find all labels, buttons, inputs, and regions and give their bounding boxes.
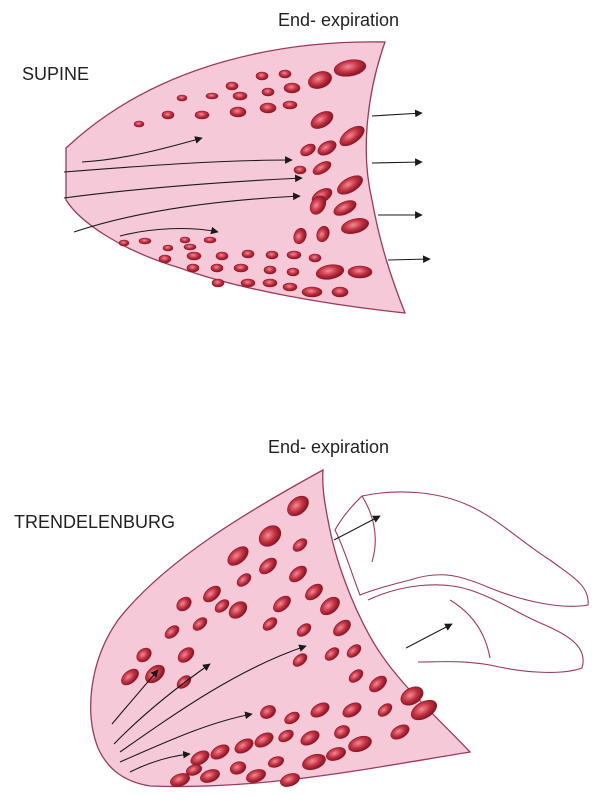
blood-vessel	[287, 251, 301, 259]
blood-vessel	[211, 264, 223, 272]
blood-vessel	[134, 121, 144, 127]
blood-vessel	[287, 268, 299, 276]
blood-vessel	[242, 250, 254, 258]
blood-vessel	[206, 93, 218, 99]
blood-vessel	[263, 279, 277, 287]
blood-vessel	[216, 252, 228, 260]
phase-label-trendelenburg: End- expiration	[268, 437, 389, 457]
blood-vessel	[294, 166, 306, 174]
blood-vessel	[332, 287, 348, 297]
blood-vessel	[302, 287, 322, 297]
blood-vessel	[226, 82, 238, 90]
blood-vessel	[283, 101, 297, 109]
blood-vessel	[204, 237, 216, 243]
blood-vessel	[279, 70, 291, 78]
blood-vessel	[262, 88, 274, 96]
blood-vessel	[187, 264, 199, 272]
blood-vessel	[283, 283, 297, 291]
blood-vessel	[139, 238, 151, 244]
blood-vessel	[177, 95, 187, 101]
blood-vessel	[264, 266, 276, 274]
abdominal-contents-outline	[335, 492, 588, 606]
abdominal-contents-outline-lower	[368, 585, 583, 673]
phase-label-supine: End- expiration	[278, 10, 399, 30]
position-label-supine: SUPINE	[22, 64, 89, 84]
position-label-trendelenburg: TRENDELENBURG	[14, 512, 175, 532]
blood-vessel	[233, 92, 247, 100]
blood-vessel	[162, 111, 174, 119]
supine-panel: SUPINE End- expiration	[22, 10, 430, 313]
expansion-arrow	[406, 624, 452, 648]
blood-vessel	[195, 111, 209, 119]
blood-vessel	[159, 255, 171, 263]
blood-vessel	[163, 245, 173, 251]
blood-vessel	[241, 279, 255, 287]
expansion-arrow	[372, 113, 422, 116]
blood-vessel	[260, 103, 276, 113]
abdominal-contents-inner-curve	[450, 600, 490, 658]
blood-vessel	[309, 254, 321, 262]
expansion-arrow	[372, 162, 422, 163]
blood-vessel	[187, 252, 201, 260]
blood-vessel	[266, 251, 278, 259]
blood-vessel	[184, 244, 196, 250]
blood-vessel	[212, 279, 224, 287]
blood-vessel	[234, 264, 248, 272]
trendelenburg-panel: TRENDELENBURG End- expiration	[14, 437, 588, 789]
blood-vessel	[180, 237, 190, 243]
blood-vessel	[119, 240, 129, 246]
blood-vessel	[230, 107, 246, 117]
blood-vessel	[348, 266, 372, 278]
expansion-arrow	[388, 259, 430, 260]
blood-vessel	[284, 83, 300, 93]
blood-vessel	[256, 72, 268, 80]
